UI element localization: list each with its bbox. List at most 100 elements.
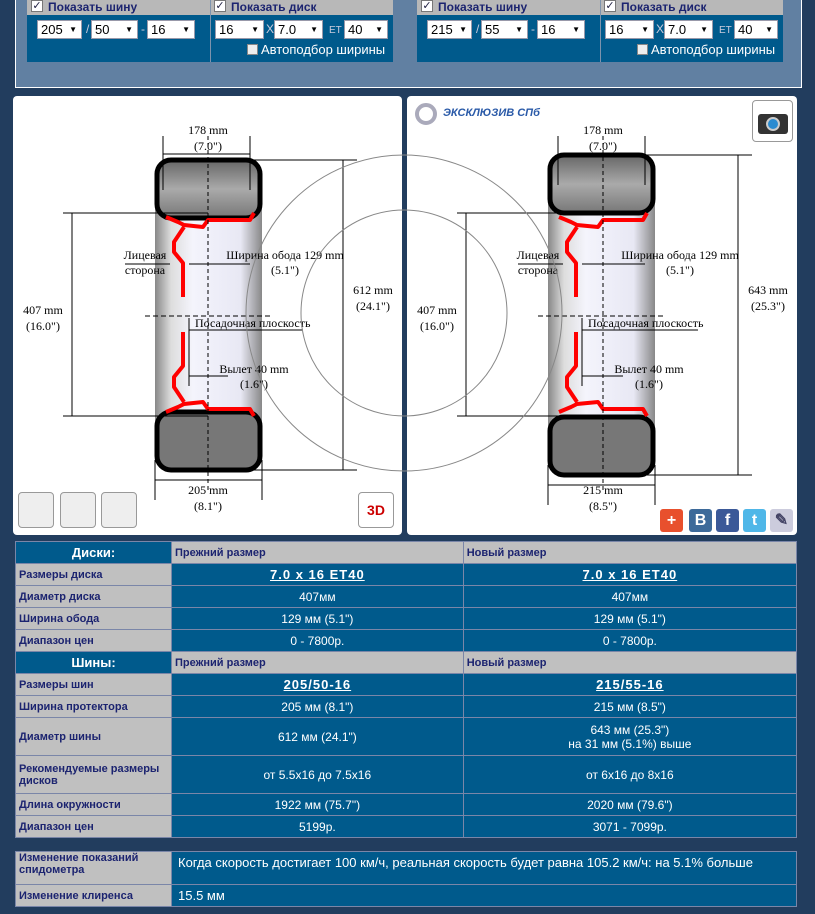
- new-value: 129 мм (5.1"): [462, 607, 798, 630]
- tire-diameter-inch-label: (24.1"): [356, 299, 390, 313]
- 3d-view-icon[interactable]: 3D: [358, 492, 394, 528]
- new-value[interactable]: 215/55-16: [462, 673, 798, 696]
- new-value: 643 мм (25.3")на 31 мм (5.1%) выше: [462, 717, 798, 756]
- tire-width-inch-label: (8.1"): [194, 499, 222, 513]
- old-value[interactable]: 7.0 x 16 ET40: [171, 563, 464, 586]
- tire-diameter-label: 643 mm: [748, 283, 788, 297]
- old-value: 129 мм (5.1"): [171, 607, 464, 630]
- separator: -: [141, 22, 145, 36]
- new-size-controls: ✓ Показать шину ✓ Показать диск 215 / 55…: [417, 0, 783, 62]
- tire-width-label: 205 mm: [188, 483, 228, 497]
- new-value: от 6x16 до 8x16: [462, 755, 798, 794]
- mounting-plane-label: Посадочная плоскость: [195, 316, 311, 330]
- tire-view-icon[interactable]: [18, 492, 54, 528]
- rim-width-label: 178 mm: [583, 123, 623, 137]
- rim-width-129-label: Ширина обода 129 mm: [621, 248, 739, 262]
- show-tire-checkbox[interactable]: ✓: [31, 0, 43, 12]
- old-value[interactable]: 205/50-16: [171, 673, 464, 696]
- show-disk-label: Показать диск: [231, 0, 317, 14]
- livejournal-icon[interactable]: ✎: [770, 509, 793, 532]
- show-tire-checkbox[interactable]: ✓: [421, 0, 433, 12]
- show-tire-label: Показать шину: [48, 0, 138, 14]
- camera-icon[interactable]: [752, 100, 793, 142]
- tire-radius-select[interactable]: 16: [537, 20, 585, 39]
- rim-body: [548, 195, 655, 435]
- offset-label: Вылет 40 mm: [614, 362, 684, 376]
- new-value[interactable]: 7.0 x 16 ET40: [462, 563, 798, 586]
- tire-width-select[interactable]: 215: [427, 20, 472, 39]
- tire-front-view-icon[interactable]: [60, 492, 96, 528]
- show-disk-checkbox[interactable]: ✓: [214, 0, 226, 12]
- new-value: 0 - 7800р.: [462, 629, 798, 652]
- old-value: 407мм: [171, 585, 464, 608]
- new-value: 215 мм (8.5"): [462, 695, 798, 718]
- face-side-label-2: сторона: [125, 263, 166, 277]
- disk-width-select[interactable]: 7.0: [274, 20, 323, 39]
- tire-width-select[interactable]: 205: [37, 20, 82, 39]
- old-size-diagram: 178 mm(7.0") 407 mm(16.0") 612 mm(24.1")…: [13, 96, 402, 535]
- tire-diameter-label: 612 mm: [353, 283, 393, 297]
- rim-width-129-inch-label: (5.1"): [666, 263, 694, 277]
- old-size-controls: ✓ Показать шину ✓ Показать диск 205 / 50…: [27, 0, 393, 62]
- disk-diameter-select[interactable]: 16: [215, 20, 264, 39]
- et-label: ET: [719, 25, 732, 36]
- offset-label: Вылет 40 mm: [219, 362, 289, 376]
- rim-diameter-label: 407 mm: [417, 303, 457, 317]
- size-selector-panel: ✓ Показать шину ✓ Показать диск 205 / 50…: [15, 0, 802, 88]
- twitter-icon[interactable]: t: [743, 509, 766, 532]
- rim-width-label: 178 mm: [188, 123, 228, 137]
- rim-diameter-label: 407 mm: [23, 303, 63, 317]
- separator: /: [476, 22, 480, 36]
- show-disk-checkbox[interactable]: ✓: [604, 0, 616, 12]
- auto-width-checkbox[interactable]: Автоподбор ширины: [247, 42, 385, 57]
- speedometer-change-value: Когда скорость достигает 100 км/ч, реаль…: [171, 851, 797, 885]
- show-disk-label: Показать диск: [621, 0, 707, 14]
- old-value: от 5.5x16 до 7.5x16: [171, 755, 464, 794]
- rim-width-inch-label: (7.0"): [589, 139, 617, 153]
- tire-radius-select[interactable]: 16: [147, 20, 195, 39]
- face-side-label-2: сторона: [518, 263, 559, 277]
- old-value: 0 - 7800р.: [171, 629, 464, 652]
- tire-diameter-inch-label: (25.3"): [751, 299, 785, 313]
- share-plus-icon[interactable]: +: [660, 509, 683, 532]
- show-tire-label: Показать шину: [438, 0, 528, 14]
- et-select[interactable]: 40: [734, 20, 778, 39]
- et-label: ET: [329, 25, 342, 36]
- tire-side-view-icon[interactable]: [101, 492, 137, 528]
- vkontakte-icon[interactable]: B: [689, 509, 712, 532]
- tire-profile-select[interactable]: 50: [91, 20, 138, 39]
- rim-width-inch-label: (7.0"): [194, 139, 222, 153]
- disk-width-select[interactable]: 7.0: [664, 20, 713, 39]
- tire-width-inch-label: (8.5"): [589, 499, 617, 513]
- separator: /: [86, 22, 90, 36]
- new-value: 407мм: [462, 585, 798, 608]
- face-side-label: Лицевая: [124, 248, 167, 262]
- new-value: 3071 - 7099р.: [462, 815, 798, 838]
- offset-inch-label: (1.6"): [635, 377, 663, 391]
- old-value: 205 мм (8.1"): [171, 695, 464, 718]
- old-value: 612 мм (24.1"): [171, 717, 464, 756]
- clearance-change-value: 15.5 мм: [171, 884, 797, 907]
- tire-bottom: [547, 414, 656, 478]
- tire-profile-select[interactable]: 55: [481, 20, 528, 39]
- facebook-icon[interactable]: f: [716, 509, 739, 532]
- logo-icon: [415, 103, 437, 125]
- separator: -: [531, 22, 535, 36]
- auto-width-checkbox[interactable]: Автоподбор ширины: [637, 42, 775, 57]
- disk-diameter-select[interactable]: 16: [605, 20, 654, 39]
- et-select[interactable]: 40: [344, 20, 388, 39]
